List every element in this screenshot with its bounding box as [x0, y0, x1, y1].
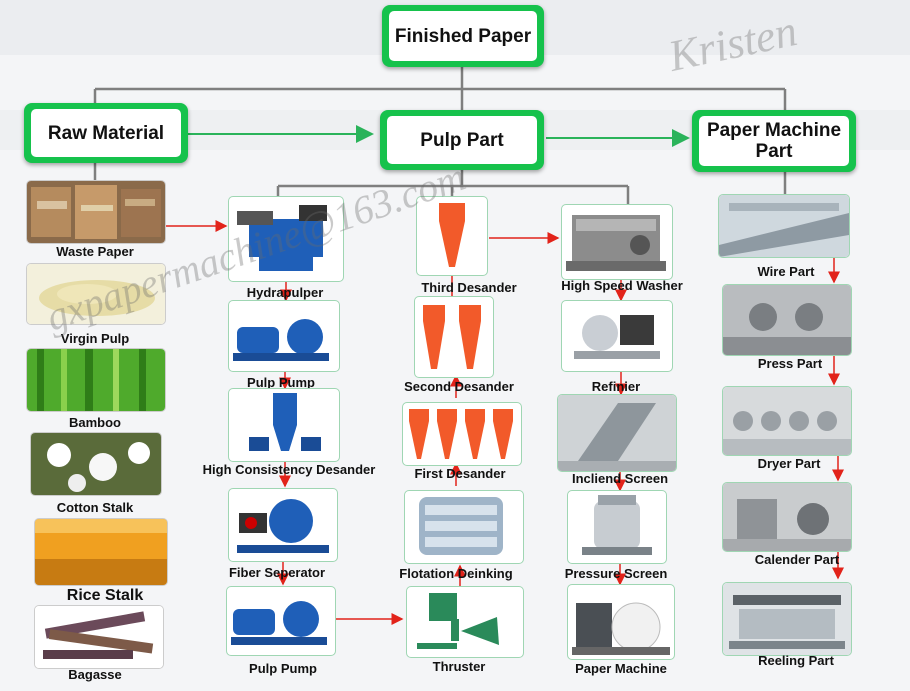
bamboo-image — [26, 348, 166, 412]
dryer-part-image — [722, 386, 852, 456]
pulp-pump-2-label: Pulp Pump — [249, 661, 317, 676]
finished-paper-title: Finished Paper — [389, 11, 537, 61]
reeling-part-label: Reeling Part — [758, 653, 834, 668]
second-desander-image — [414, 296, 494, 378]
hydrapulper-image — [228, 196, 344, 282]
waste-paper-image — [26, 180, 166, 244]
paper-machine-image — [567, 584, 675, 660]
calender-part-label: Calender Part — [754, 552, 840, 567]
pulp-part-title: Pulp Part — [387, 116, 537, 164]
paper-machine-part-header: Paper Machine Part — [692, 110, 856, 172]
paper-machine-label: Paper Machine — [575, 661, 667, 676]
dryer-part-label: Dryer Part — [757, 456, 821, 471]
third-desander-image — [416, 196, 488, 276]
paper-machine-part-title: Paper Machine Part — [699, 116, 849, 166]
pulp-pump-1-image — [228, 300, 340, 372]
raw-material-title: Raw Material — [31, 109, 181, 157]
calender-part-image — [722, 482, 852, 552]
high-speed-washer-label: High Speed Washer — [561, 278, 683, 293]
pulp-part-header: Pulp Part — [380, 110, 544, 170]
wire-part-image — [718, 194, 850, 258]
bagasse-image — [34, 605, 164, 669]
press-part-image — [722, 284, 852, 356]
thruster-label: Thruster — [432, 659, 486, 674]
second-desander-label: Second Desander — [404, 379, 514, 394]
virgin-pulp-image — [26, 263, 166, 325]
high-speed-washer-image — [561, 204, 673, 280]
incline-screen-label: Incliend Screen — [571, 471, 669, 486]
flotation-deinking-image — [404, 490, 524, 564]
finished-paper-header: Finished Paper — [382, 5, 544, 67]
pressure-screen-image — [567, 490, 667, 564]
wire-part-label: Wire Part — [757, 264, 815, 279]
fiber-separator-image — [228, 488, 338, 562]
thruster-image — [406, 586, 524, 658]
hc-desander-image — [228, 388, 340, 462]
refiner-image — [561, 300, 673, 372]
pressure-screen-label: Pressure Screen — [564, 566, 668, 581]
refiner-label: Refinier — [591, 379, 641, 394]
third-desander-label: Third Desander — [421, 280, 517, 295]
fiber-separator-label: Fiber Seperator — [228, 565, 326, 580]
rice-stalk-label: Rice Stalk — [66, 587, 144, 604]
flotation-deinking-label: Flotation Deinking — [399, 566, 513, 581]
first-desander-label: First Desander — [414, 466, 506, 481]
waste-paper-label: Waste Paper — [56, 244, 134, 259]
bamboo-label: Bamboo — [69, 415, 121, 430]
bagasse-label: Bagasse — [68, 667, 122, 682]
incline-screen-image — [557, 394, 677, 472]
pulp-pump-1-label: Pulp Pump — [247, 375, 315, 390]
pulp-pump-2-image — [226, 586, 336, 656]
cotton-stalk-image — [30, 432, 162, 496]
press-part-label: Press Part — [757, 356, 823, 371]
hc-desander-label: High Consistency Desander — [202, 462, 376, 477]
rice-stalk-image — [34, 518, 168, 586]
reeling-part-image — [722, 582, 852, 656]
virgin-pulp-label: Virgin Pulp — [60, 331, 130, 346]
first-desander-image — [402, 402, 522, 466]
hydrapulper-label: Hydrapulper — [246, 285, 324, 300]
cotton-stalk-label: Cotton Stalk — [56, 500, 134, 515]
raw-material-header: Raw Material — [24, 103, 188, 163]
